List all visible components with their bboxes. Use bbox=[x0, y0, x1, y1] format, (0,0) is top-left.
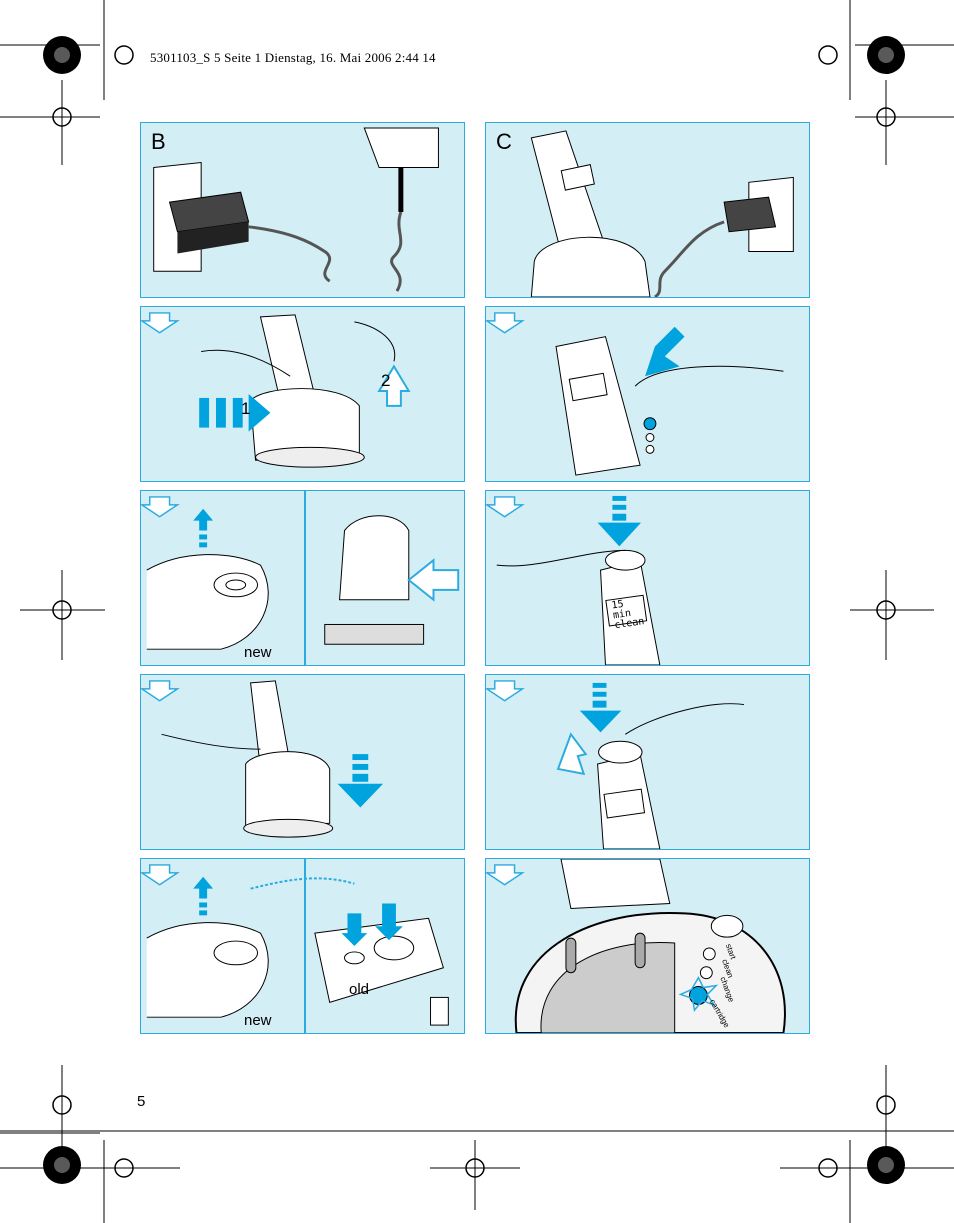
panel-b4 bbox=[140, 674, 465, 850]
cartridge-replace-illustration bbox=[141, 864, 449, 1026]
panel-b2: 1 2 bbox=[140, 306, 465, 482]
panel-c4 bbox=[485, 674, 810, 850]
print-header: 5301103_S 5 Seite 1 Dienstag, 16. Mai 20… bbox=[150, 50, 436, 65]
plug-illustration bbox=[153, 127, 439, 292]
step-number-1: 1 bbox=[241, 399, 251, 418]
start-button-illustration bbox=[486, 312, 784, 476]
panel-divider bbox=[304, 859, 306, 1033]
panel-c5: start clean change cartridge bbox=[485, 858, 810, 1034]
panel-b1: B bbox=[140, 122, 465, 298]
panel-b3: new bbox=[140, 490, 465, 666]
panel-b5: new old bbox=[140, 858, 465, 1034]
section-letter-b: B bbox=[151, 129, 166, 154]
panel-c3: 15 min clean bbox=[485, 490, 810, 666]
label-old: old bbox=[349, 981, 370, 998]
display-text: 15 min clean bbox=[610, 598, 646, 632]
panel-divider bbox=[304, 491, 306, 665]
cartridge-indicator-illustration bbox=[486, 859, 786, 1033]
shaver-removal-illustration bbox=[141, 312, 411, 468]
program-display-illustration bbox=[486, 495, 661, 665]
panel-c1: C bbox=[485, 122, 810, 298]
shaver-insert-illustration bbox=[141, 680, 384, 838]
section-letter-c: C bbox=[496, 129, 512, 154]
step-number-2: 2 bbox=[381, 371, 391, 390]
station-plug-illustration bbox=[530, 130, 794, 297]
panel-c2 bbox=[485, 306, 810, 482]
shaver-lift-illustration bbox=[486, 680, 744, 849]
cartridge-insert-illustration bbox=[141, 496, 460, 650]
label-new: new bbox=[244, 644, 272, 661]
page-number: 5 bbox=[137, 1093, 146, 1110]
label-new: new bbox=[244, 1012, 272, 1029]
